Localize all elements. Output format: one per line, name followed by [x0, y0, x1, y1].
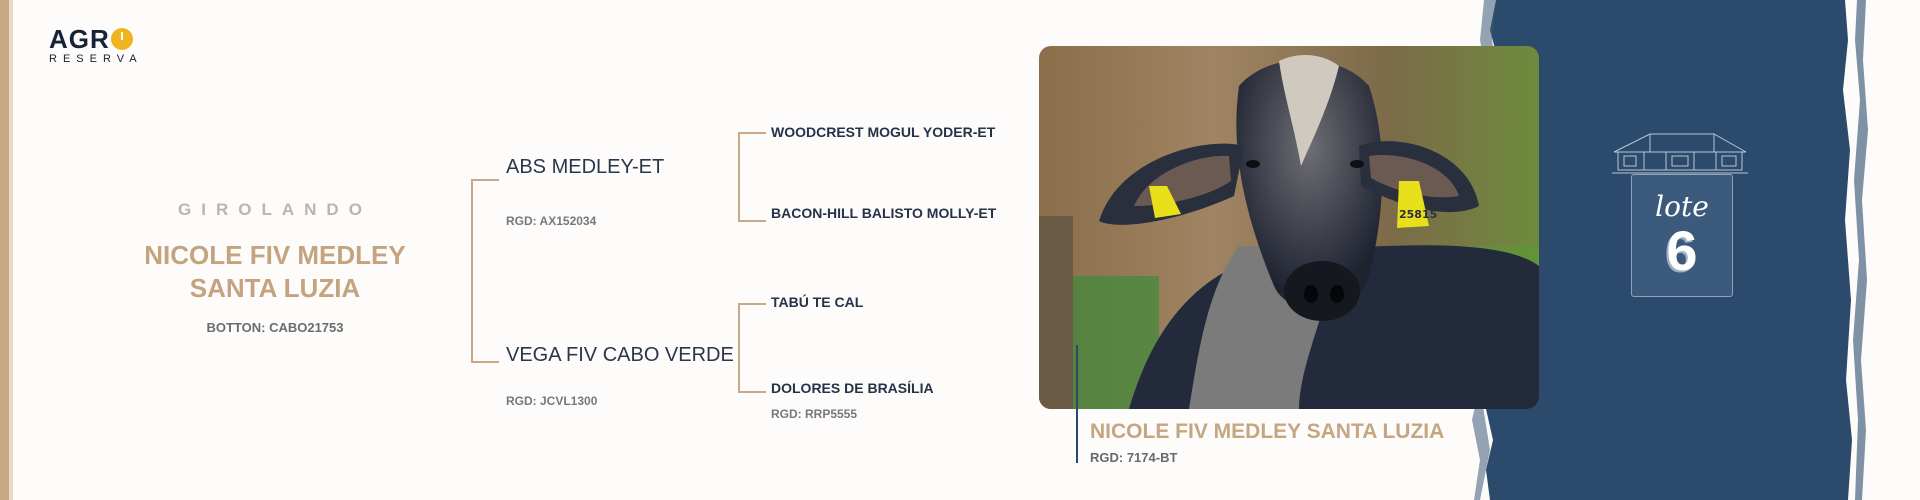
- botton-code: BOTTON: CABO21753: [206, 320, 344, 335]
- dam-rgd: RGD: JCVL1300: [506, 394, 598, 408]
- left-edge-decoration: [0, 0, 16, 500]
- dam-dam-rgd: RGD: RRP5555: [771, 407, 858, 421]
- logo-sun-icon: [110, 28, 133, 50]
- building-icon: [1612, 133, 1748, 174]
- photo-caption-rgd: RGD: 7174-BT: [1090, 450, 1178, 465]
- sire-sire-name: WOODCREST MOGUL YODER-ET: [771, 124, 996, 140]
- animal-name: NICOLE FIV MEDLEY SANTA LUZIA: [120, 239, 430, 305]
- pedigree-bracket-parents: [471, 179, 499, 363]
- pedigree-bracket-dam: [738, 303, 766, 393]
- sire-rgd: RGD: AX152034: [506, 214, 597, 228]
- animal-name-line2: SANTA LUZIA: [189, 273, 361, 303]
- lot-word: lote: [1655, 190, 1709, 223]
- logo-text: AGR: [49, 24, 110, 54]
- dam-dam-name: DOLORES DE BRASÍLIA: [771, 380, 934, 396]
- dam-name: VEGA FIV CABO VERDE: [506, 344, 734, 366]
- brand-logo[interactable]: AGR RESERVA: [49, 26, 159, 70]
- photo-caption-name: NICOLE FIV MEDLEY SANTA LUZIA: [1090, 420, 1445, 443]
- sire-name: ABS MEDLEY-ET: [506, 156, 665, 178]
- ear-tag-number: 25815: [1399, 208, 1437, 221]
- pedigree-bracket-sire: [738, 132, 766, 222]
- lot-number: 6: [1666, 219, 1698, 282]
- logo-subtitle: RESERVA: [49, 53, 143, 65]
- dam-sire-name: TABÚ TE CAL: [771, 294, 864, 310]
- animal-name-line1: NICOLE FIV MEDLEY: [144, 240, 406, 270]
- breed-label: GIROLANDO: [178, 200, 372, 219]
- lot-card: lote 6: [1631, 174, 1733, 297]
- caption-divider: [1076, 345, 1078, 463]
- animal-photo: 25815: [1039, 46, 1539, 409]
- sire-dam-name: BACON-HILL BALISTO MOLLY-ET: [771, 205, 997, 221]
